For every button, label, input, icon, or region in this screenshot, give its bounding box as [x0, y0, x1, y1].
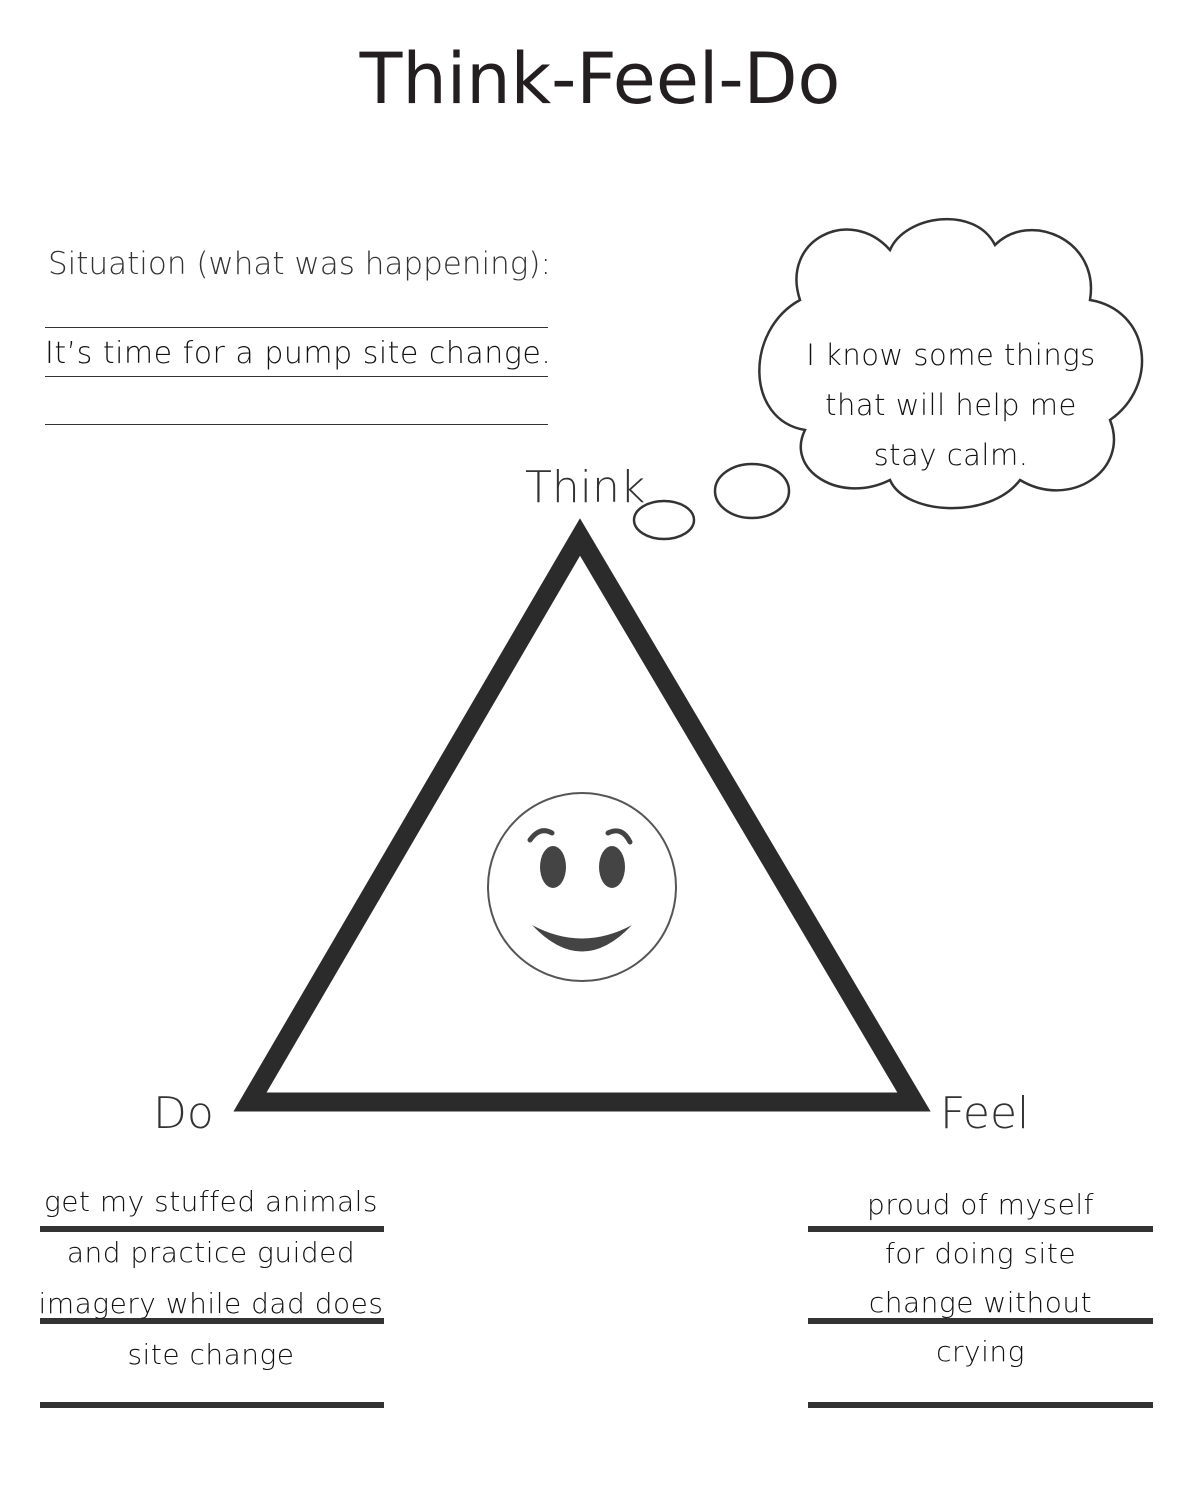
feel-answer: proud of myself for doing site change wi…: [808, 1180, 1153, 1376]
feel-line: crying: [936, 1335, 1025, 1368]
do-answer: get my stuffed animals and practice guid…: [5, 1176, 417, 1380]
feel-label: Feel: [940, 1088, 1030, 1139]
think-line: that will help me: [825, 388, 1077, 422]
feel-line-1: [808, 1226, 1153, 1232]
situation-line-3: [45, 424, 548, 425]
do-line: site change: [127, 1338, 295, 1371]
feel-line: change without: [868, 1286, 1093, 1319]
feel-line: proud of myself: [867, 1188, 1094, 1221]
do-line-1: [40, 1226, 384, 1232]
situation-line-2: [45, 376, 548, 377]
situation-label: Situation (what was happening):: [48, 246, 551, 282]
page-title: Think-Feel-Do: [359, 38, 841, 120]
think-line: stay calm.: [873, 438, 1029, 472]
do-line: get my stuffed animals: [43, 1185, 379, 1218]
situation-answer: It’s time for a pump site change.: [45, 336, 552, 371]
thought-bubble-icon: [632, 217, 1144, 541]
triangle-shape: [233, 518, 931, 1112]
do-label: Do: [153, 1088, 214, 1139]
situation-line-1: [45, 327, 548, 328]
think-label: Think: [525, 462, 646, 513]
do-line: and practice guided: [66, 1236, 356, 1269]
do-line-3: [40, 1402, 384, 1408]
think-answer: I know some things that will help me sta…: [776, 330, 1126, 480]
feel-line-2: [808, 1318, 1153, 1324]
do-line: imagery while dad does: [38, 1287, 384, 1320]
feel-line-3: [808, 1402, 1153, 1408]
feel-line: for doing site: [884, 1237, 1077, 1270]
smiley-face-icon: [487, 792, 677, 982]
do-line-2: [40, 1318, 384, 1324]
think-line: I know some things: [806, 338, 1096, 372]
